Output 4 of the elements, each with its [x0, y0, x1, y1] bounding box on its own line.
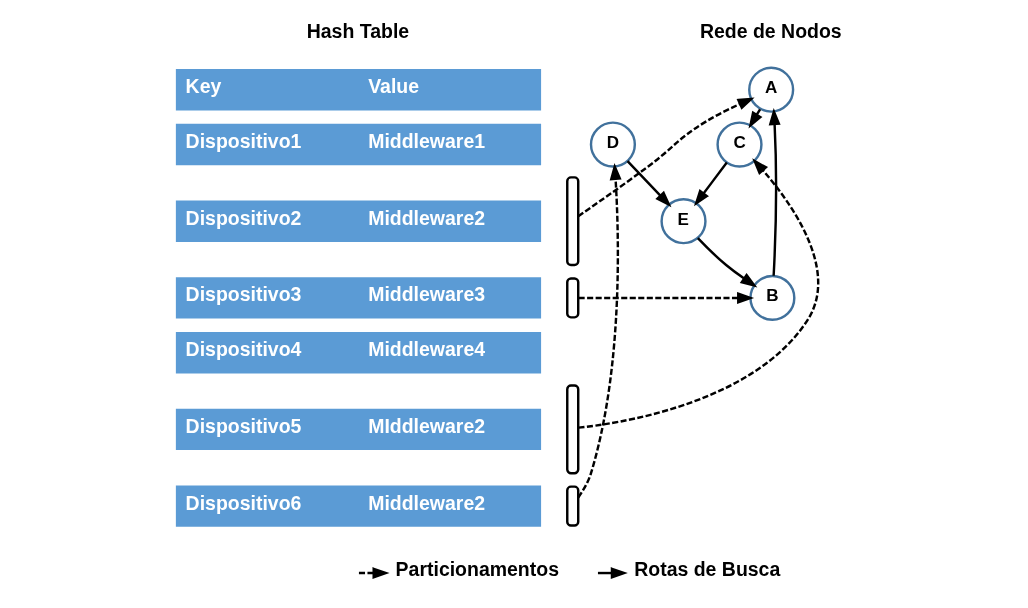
- label: Hash Table: [306, 20, 410, 43]
- label: Rede de Nodos: [699, 20, 842, 43]
- legend-label: Rotas de Busca: [634, 558, 781, 581]
- legend-label: Particionamentos: [395, 558, 559, 581]
